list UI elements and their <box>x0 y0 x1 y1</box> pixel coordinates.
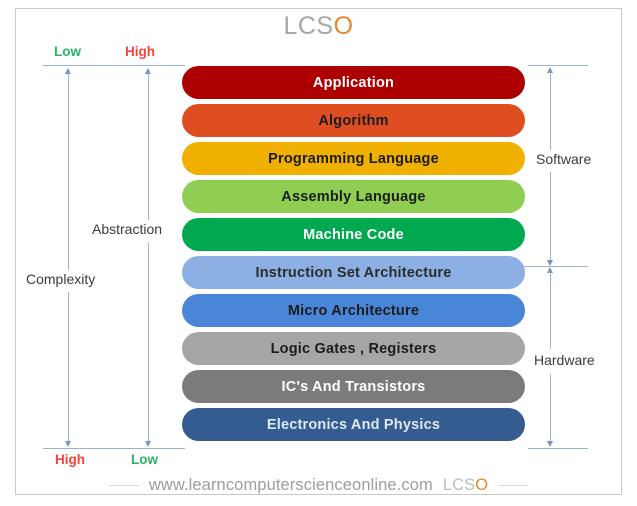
hardware-bracket-line-upper <box>550 271 551 349</box>
layer-label: Logic Gates , Registers <box>270 340 437 357</box>
hardware-arrow-up <box>546 267 553 273</box>
footer-brand-main: LCS <box>442 476 476 494</box>
axis-top-right-label: High <box>125 44 155 59</box>
complexity-arrow-down <box>64 441 71 447</box>
footer-website: www.learncomputerscienceonline.com <box>148 476 433 494</box>
footer-brand: LCSO <box>443 476 488 495</box>
complexity-label: Complexity <box>22 271 100 287</box>
layer-label: Algorithm <box>318 112 389 129</box>
axis-bottom-left-label: High <box>55 452 85 467</box>
page-title: LCSO <box>0 12 637 41</box>
hardware-bracket-line-lower <box>550 374 551 441</box>
axis-bottom-rule <box>43 448 185 449</box>
abstraction-axis-line-upper <box>148 72 149 220</box>
hardware-arrow-down <box>546 441 553 447</box>
layer-bar[interactable]: IC's And Transistors <box>182 370 525 403</box>
abstraction-arrow-up <box>144 68 151 74</box>
layer-label: Micro Architecture <box>287 302 420 319</box>
footer: www.learncomputerscienceonline.com LCSO <box>0 476 637 495</box>
layer-bar[interactable]: Electronics And Physics <box>182 408 525 441</box>
layer-bar[interactable]: Application <box>182 66 525 99</box>
software-group-label: Software <box>533 150 595 168</box>
axis-top-rule <box>43 65 185 66</box>
footer-rule-right <box>498 485 529 486</box>
layer-label: Assembly Language <box>281 188 426 205</box>
layer-bar[interactable]: Instruction Set Architecture <box>182 256 525 289</box>
software-hardware-divider-rule <box>516 266 588 267</box>
layer-label: Machine Code <box>303 226 404 243</box>
software-bracket-top-rule <box>528 65 588 66</box>
layer-bar[interactable]: Algorithm <box>182 104 525 137</box>
hardware-bracket-bottom-rule <box>528 448 588 449</box>
axis-bottom-right-label: Low <box>131 452 158 467</box>
software-arrow-down <box>546 260 553 266</box>
abstraction-axis-line-lower <box>148 243 149 442</box>
axis-top-left-label: Low <box>54 44 81 59</box>
footer-rule-left <box>108 485 139 486</box>
layer-label: Application <box>312 74 395 91</box>
title-main: LCS <box>283 12 334 40</box>
complexity-axis-line-lower <box>68 292 69 442</box>
layer-label: IC's And Transistors <box>281 378 426 395</box>
layer-label: Instruction Set Architecture <box>255 264 452 281</box>
abstraction-arrow-down <box>144 441 151 447</box>
layer-bar[interactable]: Assembly Language <box>182 180 525 213</box>
layer-bar[interactable]: Logic Gates , Registers <box>182 332 525 365</box>
layer-bar[interactable]: Machine Code <box>182 218 525 251</box>
layer-label: Electronics And Physics <box>266 416 441 433</box>
abstraction-label: Abstraction <box>88 221 167 237</box>
layer-bar[interactable]: Programming Language <box>182 142 525 175</box>
software-bracket-line-lower <box>550 172 551 261</box>
software-arrow-up <box>546 67 553 73</box>
footer-brand-accent: O <box>475 476 489 494</box>
software-bracket-line-upper <box>550 71 551 151</box>
layer-label: Programming Language <box>268 150 439 167</box>
layer-bar[interactable]: Micro Architecture <box>182 294 525 327</box>
complexity-axis-line-upper <box>68 72 69 270</box>
hardware-group-label: Hardware <box>531 351 598 369</box>
complexity-arrow-up <box>64 68 71 74</box>
title-accent: O <box>333 12 354 40</box>
